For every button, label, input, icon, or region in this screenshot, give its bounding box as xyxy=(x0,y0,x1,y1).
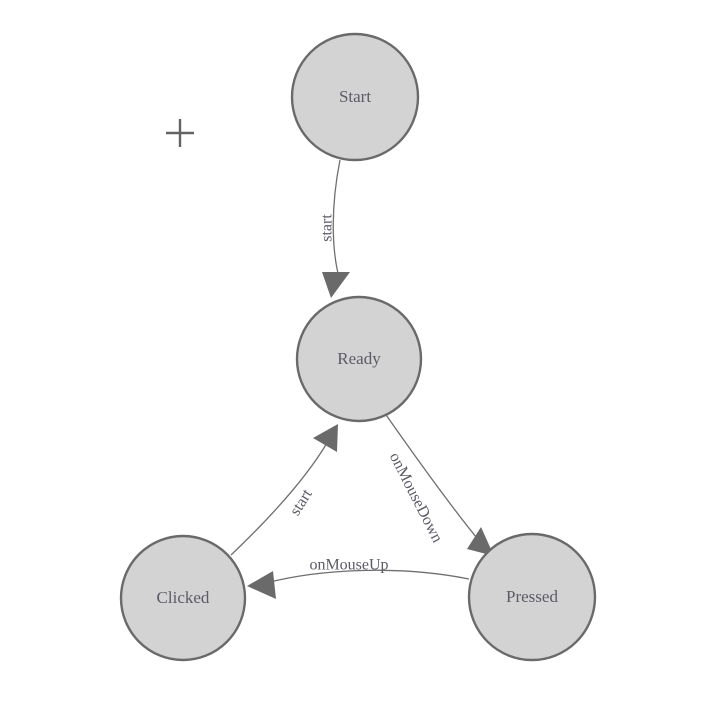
node-shape xyxy=(467,532,597,662)
node-shape xyxy=(290,32,420,162)
crosshair-icon xyxy=(166,119,194,147)
node-label: Ready xyxy=(337,349,381,368)
node-shape xyxy=(119,534,247,662)
edge-label-start-to-ready: start xyxy=(319,214,336,242)
node-label: Pressed xyxy=(506,587,558,606)
edge-pressed-to-clicked[interactable] xyxy=(247,569,470,599)
arrowhead-icon xyxy=(247,571,276,599)
edge-line xyxy=(230,442,328,556)
node-ready[interactable]: Ready xyxy=(295,295,423,423)
arrowhead-icon xyxy=(322,272,350,298)
node-start[interactable]: Start xyxy=(290,32,420,162)
arrowhead-icon xyxy=(313,424,338,452)
edge-start-to-ready[interactable] xyxy=(322,159,350,298)
edge-ready-to-pressed[interactable] xyxy=(383,411,494,556)
node-pressed[interactable]: Pressed xyxy=(467,532,597,662)
edge-label-clicked-to-ready: start xyxy=(287,486,316,519)
node-shape xyxy=(295,295,423,423)
edge-label-pressed-to-clicked: onMouseUp xyxy=(309,557,388,574)
node-clicked[interactable]: Clicked xyxy=(119,534,247,662)
edge-clicked-to-ready[interactable] xyxy=(230,424,338,556)
edge-line xyxy=(332,159,341,282)
node-label: Start xyxy=(339,87,371,106)
edge-line xyxy=(383,411,482,544)
arrowhead-icon xyxy=(467,527,494,556)
node-label: Clicked xyxy=(157,588,210,607)
edge-label-ready-to-pressed: onMouseDown xyxy=(386,450,446,546)
edge-line xyxy=(265,569,470,584)
